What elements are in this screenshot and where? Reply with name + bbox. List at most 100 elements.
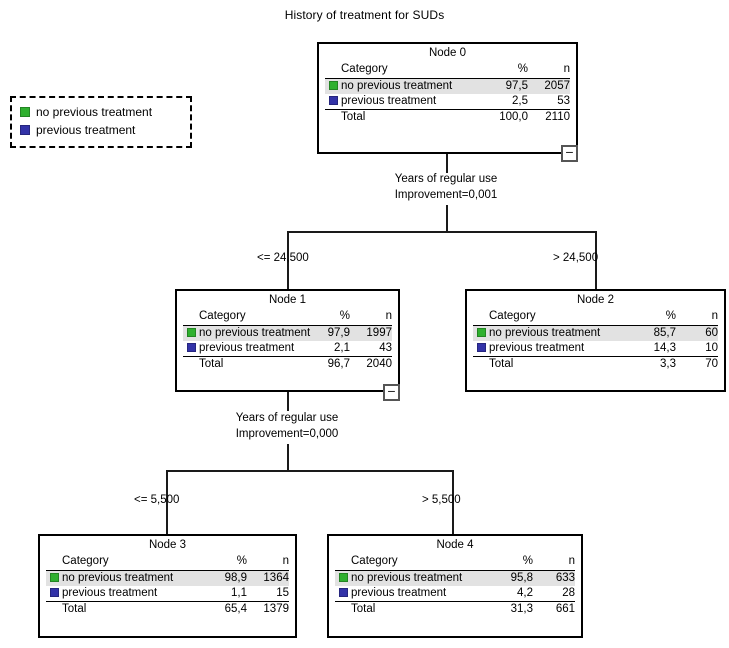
row-n: 1364 bbox=[263, 572, 289, 584]
row-label: no previous treatment bbox=[62, 572, 174, 584]
total-percent: 3,3 bbox=[660, 358, 676, 370]
table-row: previous treatment 4,2 28 bbox=[335, 586, 575, 602]
total-percent: 96,7 bbox=[327, 358, 350, 370]
row-n: 10 bbox=[676, 341, 718, 357]
category-swatch-green bbox=[49, 573, 59, 582]
connector-split0-down bbox=[446, 205, 448, 232]
legend-item-previous-treatment: previous treatment bbox=[20, 122, 135, 138]
total-n: 2110 bbox=[545, 111, 570, 123]
header-n: n bbox=[350, 309, 392, 326]
row-n: 2057 bbox=[544, 80, 570, 92]
row-label: previous treatment bbox=[62, 586, 205, 602]
category-swatch-blue bbox=[186, 343, 196, 352]
total-label: Total bbox=[341, 111, 366, 123]
connector-split0-left-down bbox=[287, 231, 289, 289]
category-swatch-blue bbox=[476, 343, 486, 352]
minus-icon: − bbox=[387, 383, 396, 399]
total-percent: 100,0 bbox=[499, 111, 528, 123]
header-percent: % bbox=[486, 62, 528, 79]
header-category: Category bbox=[489, 309, 634, 326]
row-n: 28 bbox=[533, 586, 575, 602]
table-header-row: Category % n bbox=[183, 309, 392, 326]
total-label: Total bbox=[351, 603, 376, 615]
connector-split0-bar bbox=[287, 231, 597, 233]
legend: no previous treatment previous treatment bbox=[10, 96, 192, 148]
node-title: Node 1 bbox=[268, 294, 307, 306]
branch-label-right-0: > 24,500 bbox=[553, 252, 599, 264]
connector-node0-down bbox=[446, 154, 448, 173]
total-n: 70 bbox=[705, 358, 718, 370]
row-percent: 97,9 bbox=[327, 327, 350, 339]
row-percent: 14,3 bbox=[634, 341, 676, 357]
row-label: previous treatment bbox=[489, 341, 634, 357]
split-variable: Years of regular use bbox=[394, 173, 498, 185]
row-percent: 98,9 bbox=[224, 572, 247, 584]
row-n: 633 bbox=[555, 572, 575, 584]
collapse-button-node1[interactable]: − bbox=[383, 384, 400, 401]
table-header-row: Category % n bbox=[46, 554, 289, 571]
row-label: previous treatment bbox=[351, 586, 491, 602]
branch-label-right-1: > 5,500 bbox=[422, 494, 461, 506]
table-row: no previous treatment 97,5 2057 bbox=[325, 78, 570, 94]
table-row: no previous treatment 97,9 1997 bbox=[183, 325, 392, 341]
connector-split1-right-down bbox=[452, 470, 454, 534]
tree-node-node1[interactable]: Node 1 Category % n no previous treatmen… bbox=[175, 289, 400, 392]
tree-node-node0[interactable]: Node 0 Category % n no previous treatmen… bbox=[317, 42, 578, 154]
row-percent: 1,1 bbox=[205, 586, 247, 602]
tree-node-node2[interactable]: Node 2 Category % n no previous treatmen… bbox=[465, 289, 726, 392]
total-percent: 31,3 bbox=[510, 603, 533, 615]
node-title: Node 3 bbox=[148, 539, 187, 551]
table-row: previous treatment 1,1 15 bbox=[46, 586, 289, 602]
row-n: 60 bbox=[705, 327, 718, 339]
table-total-row: Total 100,0 2110 bbox=[325, 110, 570, 126]
connector-split0-right-down bbox=[595, 231, 597, 289]
legend-swatch-green bbox=[20, 107, 30, 117]
category-swatch-blue bbox=[338, 588, 348, 597]
header-n: n bbox=[247, 554, 289, 571]
table-total-row: Total 31,3 661 bbox=[335, 602, 575, 618]
row-label: no previous treatment bbox=[199, 327, 311, 339]
tree-node-node4[interactable]: Node 4 Category % n no previous treatmen… bbox=[327, 534, 583, 638]
header-category: Category bbox=[62, 554, 205, 571]
total-n: 661 bbox=[555, 603, 575, 615]
row-percent: 85,7 bbox=[653, 327, 676, 339]
split-variable: Years of regular use bbox=[235, 412, 339, 424]
table-total-row: Total 96,7 2040 bbox=[183, 357, 392, 373]
header-percent: % bbox=[491, 554, 533, 571]
row-percent: 97,5 bbox=[505, 80, 528, 92]
split-improvement: Improvement=0,001 bbox=[394, 189, 498, 201]
category-swatch-blue bbox=[49, 588, 59, 597]
split-improvement: Improvement=0,000 bbox=[235, 428, 339, 440]
header-percent: % bbox=[634, 309, 676, 326]
table-header-row: Category % n bbox=[473, 309, 718, 326]
table-row: previous treatment 2,5 53 bbox=[325, 94, 570, 110]
table-row: no previous treatment 98,9 1364 bbox=[46, 570, 289, 586]
header-percent: % bbox=[205, 554, 247, 571]
total-n: 1379 bbox=[263, 603, 289, 615]
row-n: 53 bbox=[528, 94, 570, 110]
legend-label: previous treatment bbox=[36, 123, 136, 137]
table-row: previous treatment 14,3 10 bbox=[473, 341, 718, 357]
category-swatch-blue bbox=[328, 96, 338, 105]
chart-title: History of treatment for SUDs bbox=[284, 8, 445, 22]
minus-icon: − bbox=[565, 144, 574, 160]
category-swatch-green bbox=[476, 328, 486, 337]
row-n: 15 bbox=[247, 586, 289, 602]
header-category: Category bbox=[351, 554, 491, 571]
header-n: n bbox=[533, 554, 575, 571]
branch-label-left-1: <= 5,500 bbox=[134, 494, 180, 506]
tree-node-node3[interactable]: Node 3 Category % n no previous treatmen… bbox=[38, 534, 297, 638]
split-label-1: Years of regular use Improvement=0,000 bbox=[167, 410, 407, 442]
row-label: no previous treatment bbox=[341, 80, 453, 92]
row-percent: 95,8 bbox=[510, 572, 533, 584]
row-n: 43 bbox=[350, 341, 392, 357]
table-row: no previous treatment 85,7 60 bbox=[473, 325, 718, 341]
category-swatch-green bbox=[186, 328, 196, 337]
collapse-button-node0[interactable]: − bbox=[561, 145, 578, 162]
total-label: Total bbox=[489, 358, 514, 370]
table-total-row: Total 65,4 1379 bbox=[46, 602, 289, 618]
legend-swatch-blue bbox=[20, 125, 30, 135]
row-label: no previous treatment bbox=[489, 327, 601, 339]
total-percent: 65,4 bbox=[224, 603, 247, 615]
row-n: 1997 bbox=[366, 327, 392, 339]
